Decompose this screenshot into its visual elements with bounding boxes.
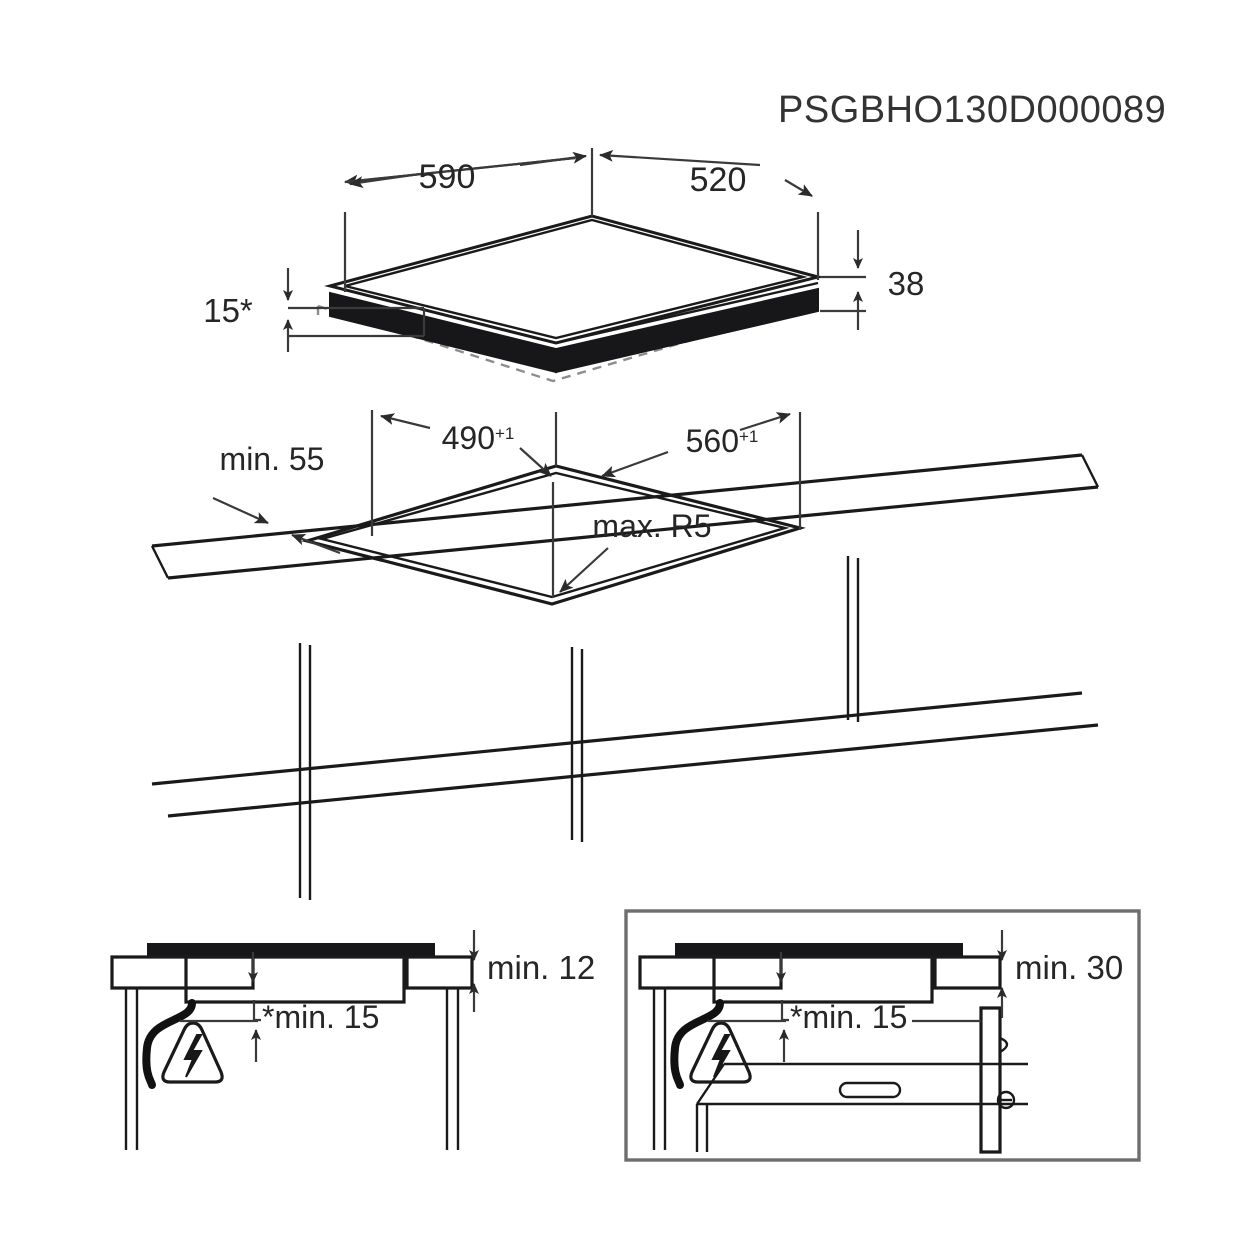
dimension-490-label: 490+1 xyxy=(442,420,515,456)
dimension-560-label: 560+1 xyxy=(686,423,759,459)
dimension-left-min15-label: *min. 15 xyxy=(262,999,379,1035)
electrical-hazard-icon-right xyxy=(689,1021,752,1084)
dimension-left-min15: *min. 15 xyxy=(180,999,379,1062)
dimension-max-r5: max. R5 xyxy=(551,482,712,598)
section-left-power-cable xyxy=(142,999,196,1089)
cabinet-dividers xyxy=(298,556,860,900)
section-right-worktop-right xyxy=(933,955,1002,990)
section-left-worktop-right xyxy=(405,955,474,990)
dimension-590-label: 590 xyxy=(419,158,476,196)
dimension-right-min15: *min. 15 xyxy=(708,999,981,1062)
electrical-hazard-icon xyxy=(161,1021,224,1084)
worktop-cutout-view: min. 55 490+1 560+1 xyxy=(150,410,1100,900)
section-left-hob-body xyxy=(184,955,406,1004)
dimension-min30-label: min. 30 xyxy=(1015,949,1123,986)
section-left-hob-glass xyxy=(147,943,435,958)
dimension-520: 520 xyxy=(599,149,820,280)
dimension-590: 590 xyxy=(343,148,594,292)
oven-left-slant xyxy=(696,1063,725,1105)
dimension-38-label: 38 xyxy=(888,265,925,302)
dimension-490: 490+1 xyxy=(370,410,558,536)
section-right-hob-glass xyxy=(675,943,963,958)
worktop-top-front-edge xyxy=(151,453,1083,548)
worktop-left-return xyxy=(150,545,170,579)
oven-unit xyxy=(695,1062,1028,1152)
section-right-worktop-left xyxy=(638,955,783,990)
section-right-post xyxy=(979,1006,1016,1154)
oven-handle xyxy=(838,1081,902,1099)
section-left-worktop-left xyxy=(110,955,255,990)
section-without-oven: *min. 15 min. 12 xyxy=(110,930,595,1150)
dimension-min55-label: min. 55 xyxy=(220,441,325,477)
dimension-min12-label: min. 12 xyxy=(487,949,595,986)
dimension-min12: min. 12 xyxy=(469,930,595,1012)
worktop-front-face-upper xyxy=(151,691,1083,786)
worktop-top-rear-edge xyxy=(167,485,1099,580)
section-with-oven: *min. 15 min. 30 xyxy=(624,909,1141,1162)
dimension-15-front: 15* xyxy=(203,268,426,352)
hob-body-side-right xyxy=(555,287,819,374)
section-right-hob-body xyxy=(712,955,934,1004)
dimension-min55: min. 55 xyxy=(212,441,341,555)
worktop-right-return xyxy=(1080,454,1100,488)
dimension-38: 38 xyxy=(820,230,924,330)
hob-isometric-view: 590 520 15* xyxy=(203,148,924,383)
dimension-560: 560+1 xyxy=(601,412,802,530)
hob-top-bevel xyxy=(344,218,808,340)
section-right-frame xyxy=(624,909,1141,1162)
section-right-power-cable xyxy=(670,999,724,1089)
drawing-title: PSGBHO130D000089 xyxy=(778,89,1166,131)
dimension-520-label: 520 xyxy=(690,161,747,199)
worktop-front-face-lower xyxy=(167,723,1099,818)
dimension-min30: min. 30 xyxy=(997,930,1123,1018)
dimension-max-r5-label: max. R5 xyxy=(592,508,711,544)
dimension-15-label: 15* xyxy=(203,292,253,329)
dimension-right-min15-label: *min. 15 xyxy=(790,999,907,1035)
